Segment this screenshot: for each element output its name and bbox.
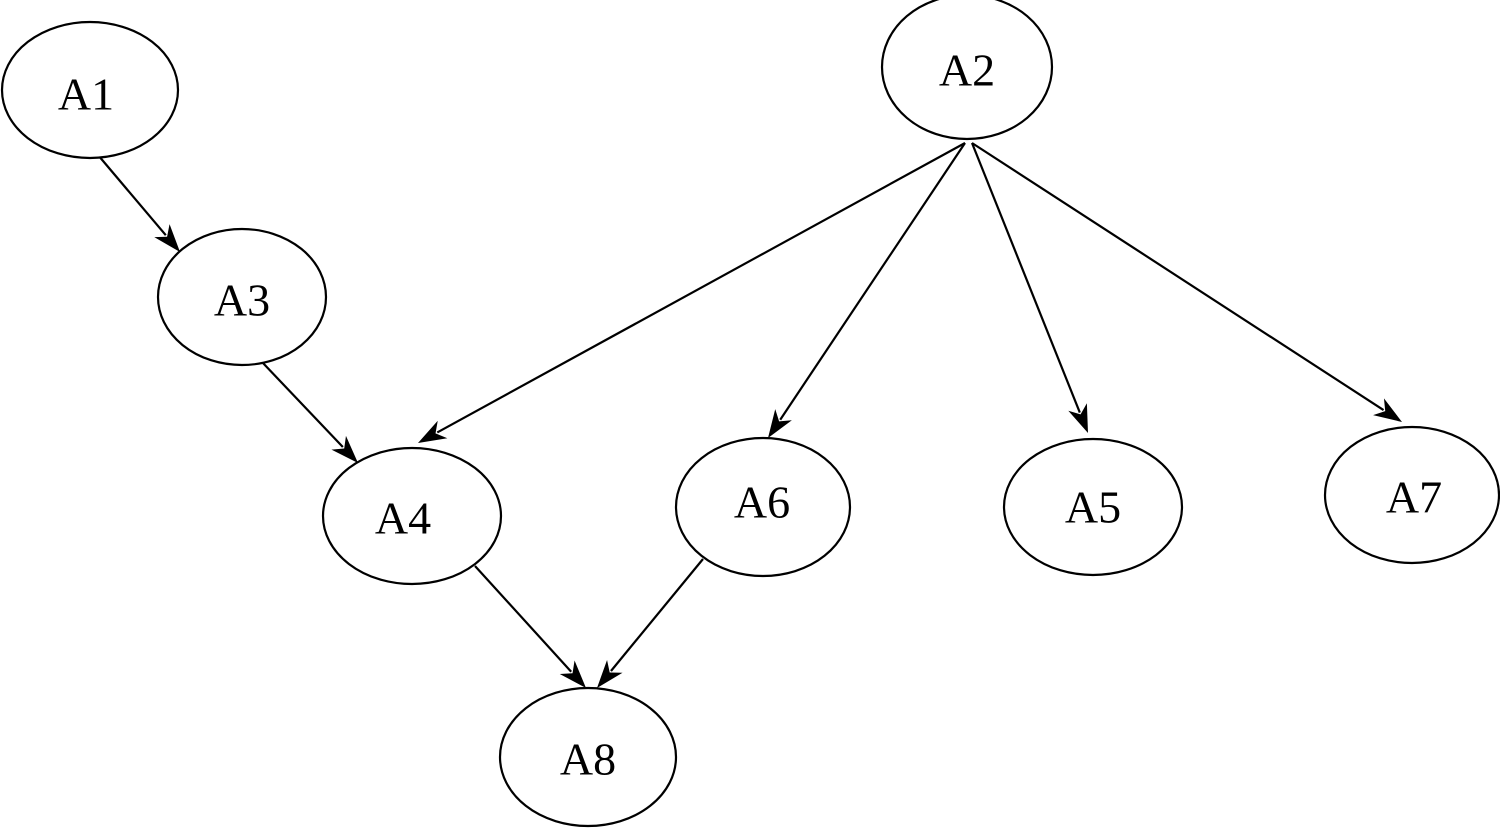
edge-a2-to-a7 xyxy=(971,142,1402,422)
node-a5-shape xyxy=(1002,437,1184,577)
node-a6: A6 xyxy=(674,436,852,578)
node-a2-label: A2 xyxy=(939,45,995,96)
edge-a4-to-a8 xyxy=(474,565,586,688)
edge-a2-to-a7-line xyxy=(971,142,1385,411)
node-a2: A2 xyxy=(880,0,1054,141)
edge-a2-to-a6-arrowhead-icon xyxy=(768,409,792,438)
node-a5: A5 xyxy=(1002,437,1184,577)
edge-layer xyxy=(97,142,1402,688)
node-a1: A1 xyxy=(0,20,180,160)
node-a1-shape xyxy=(0,20,180,160)
edge-a2-to-a7-arrowhead-icon xyxy=(1373,398,1402,422)
node-a8: A8 xyxy=(498,686,678,828)
edge-a1-to-a3-line xyxy=(97,154,167,236)
node-a3: A3 xyxy=(156,227,328,367)
edge-a4-to-a8-arrowhead-icon xyxy=(559,660,586,688)
edge-a2-to-a6-line xyxy=(779,142,966,421)
node-a7: A7 xyxy=(1323,425,1500,565)
edge-a2-to-a4-line xyxy=(436,142,966,434)
node-a7-shape xyxy=(1323,425,1500,565)
node-a6-shape xyxy=(674,436,852,578)
node-a4-label: A4 xyxy=(375,493,431,544)
edge-a3-to-a4-line xyxy=(261,361,344,448)
edge-a3-to-a4-arrowhead-icon xyxy=(331,435,358,463)
node-a2-shape xyxy=(880,0,1054,141)
node-a4-shape xyxy=(321,446,503,586)
node-a4: A4 xyxy=(321,446,503,586)
node-a8-label: A8 xyxy=(560,734,616,785)
edge-a2-to-a5-line xyxy=(970,142,1081,413)
edge-a2-to-a4-arrowhead-icon xyxy=(418,420,448,443)
edge-a2-to-a4 xyxy=(418,142,966,443)
edge-a6-to-a8-line xyxy=(610,558,704,672)
edge-a6-to-a8-arrowhead-icon xyxy=(597,660,623,688)
node-a7-label: A7 xyxy=(1386,472,1442,523)
edge-a1-to-a3-arrowhead-icon xyxy=(154,224,180,252)
node-a3-label: A3 xyxy=(214,275,270,326)
node-a1-label: A1 xyxy=(58,69,114,120)
edge-a1-to-a3 xyxy=(97,154,180,252)
node-a5-label: A5 xyxy=(1065,482,1121,533)
node-a6-label: A6 xyxy=(734,477,790,528)
edge-a2-to-a5 xyxy=(970,142,1088,433)
edge-a4-to-a8-line xyxy=(474,565,573,673)
edge-a3-to-a4 xyxy=(261,361,358,463)
node-a3-shape xyxy=(156,227,328,367)
edge-a2-to-a6 xyxy=(768,142,966,438)
edge-a2-to-a5-arrowhead-icon xyxy=(1068,403,1088,433)
edge-a6-to-a8 xyxy=(597,558,704,688)
node-a8-shape xyxy=(498,686,678,828)
